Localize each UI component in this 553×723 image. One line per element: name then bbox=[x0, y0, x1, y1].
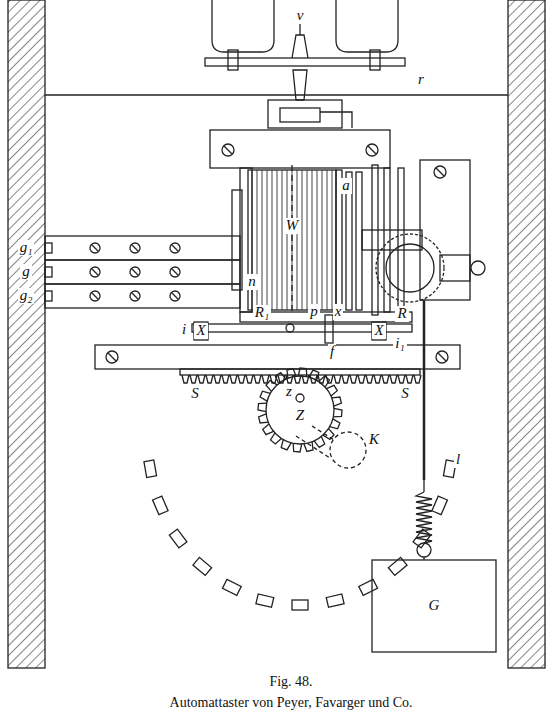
box-letter: X bbox=[372, 323, 385, 339]
part-letter: K bbox=[367, 432, 381, 448]
drum-letter: W bbox=[284, 218, 301, 234]
part-letter: z bbox=[284, 384, 294, 400]
part-letter: p bbox=[308, 304, 320, 320]
bar-end bbox=[45, 243, 52, 253]
screw bbox=[130, 267, 140, 277]
contact bbox=[432, 496, 448, 515]
bar-end bbox=[45, 291, 52, 301]
contact bbox=[292, 600, 308, 610]
part-letter: f bbox=[328, 344, 336, 360]
spring bbox=[416, 492, 432, 543]
rack-letter: S bbox=[189, 386, 201, 402]
part-letter: i bbox=[180, 322, 188, 338]
screw bbox=[90, 243, 100, 253]
rack-letter: S bbox=[399, 386, 411, 402]
contact bbox=[222, 579, 241, 595]
contact-letter: l bbox=[454, 452, 462, 468]
rod-letter: R₁ bbox=[253, 305, 271, 321]
screw-slot bbox=[132, 269, 138, 275]
bar-letter: g₂ bbox=[18, 288, 35, 304]
screw bbox=[90, 267, 100, 277]
part-letter: r bbox=[416, 72, 426, 88]
screw bbox=[170, 243, 180, 253]
contact bbox=[359, 579, 378, 595]
contact bbox=[256, 594, 274, 607]
part-letter: n bbox=[246, 274, 258, 290]
figure-number: Fig. 48. bbox=[269, 674, 312, 690]
contact bbox=[193, 557, 212, 575]
screw-slot bbox=[92, 269, 98, 275]
rod-letter: R bbox=[395, 306, 408, 322]
screw bbox=[170, 291, 180, 301]
box-letter: X bbox=[194, 323, 207, 339]
disc-letter: a bbox=[340, 178, 352, 194]
pinion-tooth bbox=[258, 368, 342, 452]
screw-slot bbox=[92, 245, 98, 251]
screw-slot bbox=[92, 293, 98, 299]
contact bbox=[169, 529, 187, 548]
screw bbox=[130, 243, 140, 253]
contact bbox=[144, 460, 157, 477]
screw bbox=[170, 267, 180, 277]
caption: Automattaster von Peyer, Favarger und Co… bbox=[170, 695, 413, 711]
screw bbox=[130, 291, 140, 301]
contact bbox=[153, 496, 169, 515]
screw-slot bbox=[172, 245, 178, 251]
part-letter: x bbox=[333, 304, 344, 320]
screw-row bbox=[45, 243, 180, 301]
pinion-teeth bbox=[258, 368, 342, 452]
screw-slot bbox=[172, 293, 178, 299]
screw bbox=[90, 291, 100, 301]
screw-slot bbox=[132, 245, 138, 251]
part-letter: i₁ bbox=[393, 336, 406, 352]
screw-slot bbox=[172, 269, 178, 275]
bar-end bbox=[45, 267, 52, 277]
contact-ring bbox=[144, 460, 456, 610]
bar-letter: g bbox=[20, 264, 32, 280]
bar-letter: g₁ bbox=[18, 240, 35, 256]
screw-slot bbox=[132, 293, 138, 299]
contact bbox=[326, 594, 344, 607]
weight-letter: G bbox=[427, 598, 442, 614]
view-letter: v bbox=[295, 8, 306, 24]
pinion-letter: Z bbox=[294, 408, 306, 424]
